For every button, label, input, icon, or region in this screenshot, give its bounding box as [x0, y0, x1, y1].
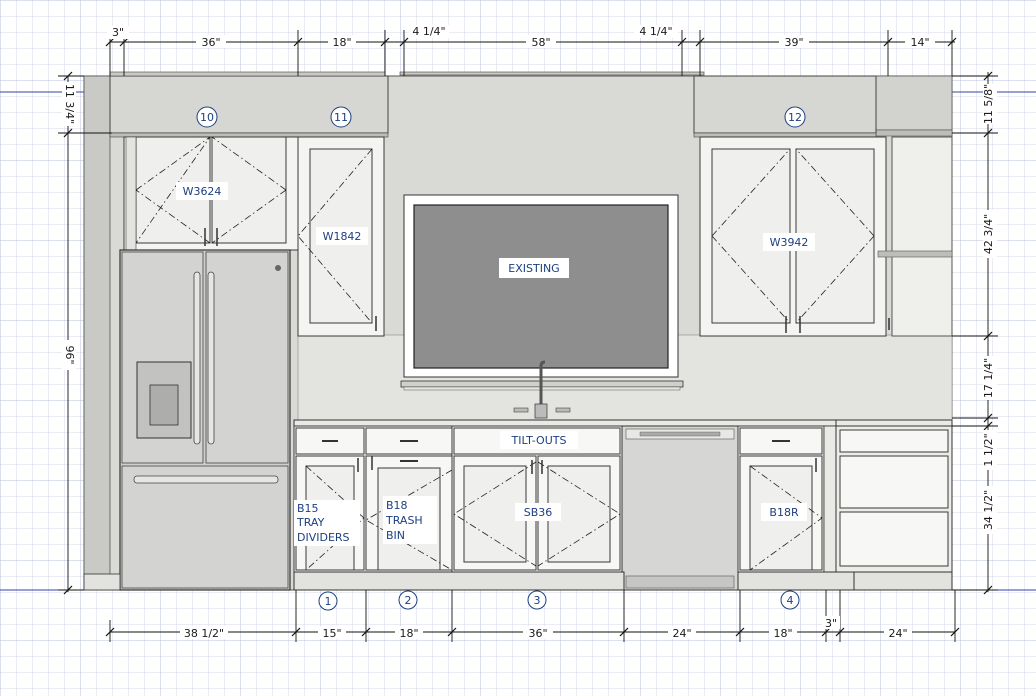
refrigerator — [119, 249, 291, 591]
dim-top-3: 18" — [332, 36, 351, 49]
tag-4-text: 4 — [787, 594, 794, 607]
dim-left-2: 96" — [63, 345, 76, 364]
dim-right-2: 42 3/4" — [982, 214, 995, 254]
dimension-bottom: 38 1/2" 15" 18" 36" 24" 18" 3" 24" — [105, 590, 960, 642]
label-b18-line2: TRASH — [385, 514, 423, 527]
dim-bottom-6: 18" — [773, 627, 792, 640]
tag-4: 4 — [780, 590, 800, 610]
tag-3: 3 — [527, 590, 547, 610]
dim-right-1: 11 5/8" — [982, 84, 995, 124]
label-w3624: W3624 — [183, 185, 222, 198]
dim-bottom-5: 24" — [672, 627, 691, 640]
tag-2: 2 — [398, 590, 418, 610]
cabinet-labels: W3624 W1842 EXISTING W3942 TILT-OUTS B15… — [176, 182, 815, 546]
dim-top-1: 3" — [112, 26, 124, 39]
label-b15-line2: TRAY — [296, 516, 325, 529]
label-tilt-outs: TILT-OUTS — [511, 434, 567, 447]
label-b18r: B18R — [769, 506, 799, 519]
upper-soffit-right — [693, 75, 877, 138]
dim-top-6: 4 1/4" — [639, 25, 672, 38]
tag-10: 10 — [196, 106, 218, 128]
dim-bottom-8: 24" — [888, 627, 907, 640]
tag-1: 1 — [318, 591, 338, 611]
dim-top-7: 39" — [784, 36, 803, 49]
upper-soffit-left — [109, 71, 705, 138]
dimension-left: 11 3/4" 96" — [58, 71, 112, 595]
label-b15-line1: B15 — [297, 502, 319, 515]
dimension-right: 11 5/8" 42 3/4" 17 1/4" 1 1/2" 34 1/2" — [952, 71, 998, 595]
dimension-top: 3" 36" 18" 4 1/4" 58" 4 1/4" 39" 14" — [105, 25, 957, 76]
label-w3942: W3942 — [770, 236, 809, 249]
right-tall-panel — [877, 136, 953, 337]
label-sb36: SB36 — [524, 506, 553, 519]
label-b15-line3: DIVIDERS — [297, 531, 350, 544]
dim-top-2: 36" — [201, 36, 220, 49]
dim-bottom-2: 15" — [322, 627, 341, 640]
dim-bottom-1: 38 1/2" — [184, 627, 224, 640]
tag-12: 12 — [784, 106, 806, 128]
dim-top-5: 58" — [531, 36, 550, 49]
dim-left-1: 11 3/4" — [63, 84, 76, 124]
cabinet-w3942 — [699, 136, 890, 337]
label-existing: EXISTING — [508, 262, 559, 275]
tv-existing — [400, 194, 684, 391]
label-b18-line1: B18 — [386, 499, 408, 512]
tag-1-text: 1 — [325, 595, 332, 608]
dim-top-8: 14" — [910, 36, 929, 49]
label-b18-line3: BIN — [386, 529, 405, 542]
tag-10-text: 10 — [200, 111, 214, 124]
dim-bottom-3: 18" — [399, 627, 418, 640]
countertop — [293, 419, 953, 427]
tag-11-text: 11 — [334, 111, 348, 124]
dim-bottom-7: 3" — [825, 617, 837, 630]
dim-bottom-4: 36" — [528, 627, 547, 640]
tag-3-text: 3 — [534, 594, 541, 607]
faucet — [513, 360, 571, 419]
tag-2-text: 2 — [405, 594, 412, 607]
dim-right-5: 34 1/2" — [982, 490, 995, 530]
dim-top-4: 4 1/4" — [412, 25, 445, 38]
dim-right-4: 1 1/2" — [982, 433, 995, 466]
tag-12-text: 12 — [788, 111, 802, 124]
dim-right-3: 17 1/4" — [982, 358, 995, 398]
label-w1842: W1842 — [323, 230, 362, 243]
tag-11: 11 — [330, 106, 352, 128]
